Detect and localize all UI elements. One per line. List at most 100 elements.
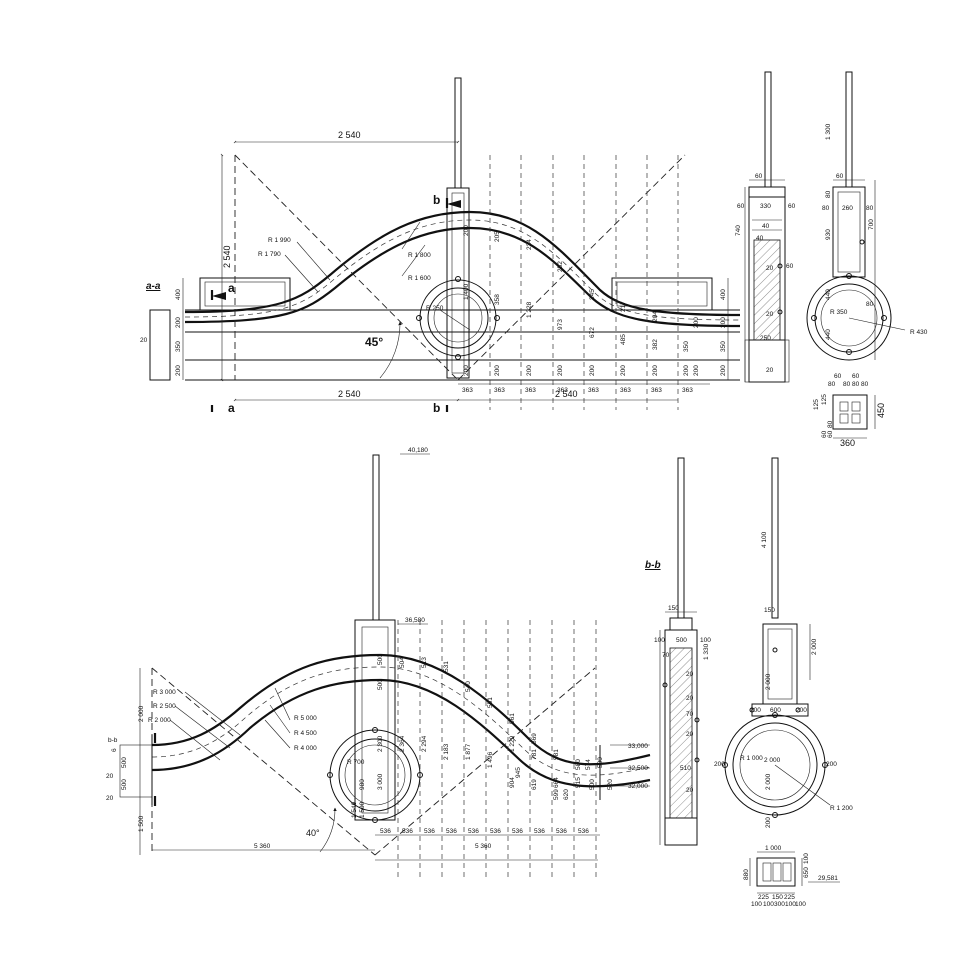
bottom-side-sub-2: 500	[676, 637, 687, 644]
bottom-vert-9: 781	[531, 749, 538, 760]
bottom-ord-13: 500	[597, 757, 604, 768]
top-foot-side-4: 80	[827, 420, 834, 428]
top-b200-5: 200	[589, 365, 596, 376]
bottom-low-5: 599	[553, 789, 560, 800]
bottom-elevation	[119, 454, 651, 880]
top-left-h4: 200	[175, 365, 182, 376]
bottom-vert-1: 2 300	[377, 735, 384, 752]
top-b200-1: 200	[463, 365, 470, 376]
top-ord-1: 200	[463, 225, 470, 236]
bottom-foot-b1: 225	[758, 894, 769, 901]
top-front-r: R 350	[830, 309, 848, 316]
top-vert-3: 1 228	[526, 301, 533, 318]
top-left-small: 20	[140, 337, 148, 344]
top-ord-7: 204	[652, 311, 659, 322]
top-foot-mid-4: 80	[861, 381, 869, 388]
bottom-side-h3-4: 20	[686, 731, 694, 738]
bottom-sp-9: 536	[556, 828, 567, 835]
bottom-ord-7: 551	[487, 697, 494, 708]
section-a-top: a	[228, 281, 235, 295]
top-side-h8: 20	[766, 367, 774, 374]
bottom-side-h1: 70	[662, 652, 670, 659]
top-side-section	[744, 71, 790, 383]
top-front-h4: 440	[825, 289, 832, 300]
top-spacing-8: 363	[682, 387, 693, 394]
bottom-radius-3: R 2 000	[148, 717, 171, 724]
top-vert-1: 1 400	[463, 283, 470, 300]
top-left-wall	[149, 309, 171, 381]
bottom-foot-c3: 300	[774, 901, 785, 908]
bottom-left-s1: 6	[111, 748, 118, 752]
top-ordinate-labels: 200 205 224 252 245 217 204 200	[463, 225, 700, 328]
bottom-pipe-outer	[329, 729, 421, 821]
top-height-left: 2 540	[222, 245, 232, 268]
top-foot-side-3: 60	[821, 430, 828, 438]
top-slide-outer	[184, 210, 741, 317]
bottom-sp-10: 536	[578, 828, 589, 835]
bottom-foot-h2: 650	[803, 867, 810, 878]
top-spacing-5: 363	[588, 387, 599, 394]
bottom-slide-inner	[151, 678, 651, 788]
bottom-front-r: R 1 000	[740, 755, 763, 762]
bottom-vert-5: 1 877	[465, 743, 472, 760]
top-front-h3: 700	[868, 219, 875, 230]
top-radius-1: R 1 990	[268, 237, 291, 244]
bottom-front-d2: 2 000	[764, 757, 781, 764]
top-side-h2: 40	[762, 223, 770, 230]
section-bb-label: b-b	[645, 560, 661, 571]
bottom-side-sub-1: 100	[654, 637, 665, 644]
bottom-low-4: 3 000	[377, 773, 384, 790]
top-front-ring	[806, 275, 892, 361]
top-side-sub-2: 330	[760, 203, 771, 210]
bottom-foot-h: 880	[743, 869, 750, 880]
top-front-foot	[832, 394, 868, 430]
bottom-ord-6: 540	[465, 681, 472, 692]
bottom-elev-r1: 33,000	[628, 743, 648, 750]
top-side-h3: 40	[756, 235, 764, 242]
bottom-vert-6: 1 496	[487, 751, 494, 768]
top-right-h2: 200	[720, 317, 727, 328]
bottom-left-s4: 500	[121, 779, 128, 790]
top-spacing-3: 363	[525, 387, 536, 394]
bottom-elev-r3: 32,000	[628, 783, 648, 790]
bottom-foot-b3: 225	[784, 894, 795, 901]
top-front-sub-2: 260	[842, 205, 853, 212]
bottom-span-b: 5 360	[475, 843, 492, 850]
top-left-h2: 200	[175, 317, 182, 328]
top-side-sub-1: 60	[737, 203, 745, 210]
top-b200-6: 200	[620, 365, 627, 376]
bottom-sp-7: 536	[512, 828, 523, 835]
bottom-angle: 40°	[306, 828, 320, 838]
bottom-sp-2: 536	[402, 828, 413, 835]
top-left-h3: 350	[175, 341, 182, 352]
section-b-top: b	[433, 193, 440, 207]
top-side-h7: 20	[766, 265, 774, 272]
top-spacing-2: 363	[494, 387, 505, 394]
top-foot-mid-2: 80	[843, 381, 851, 388]
bottom-foot-h3: 100	[803, 853, 810, 864]
top-right-h1: 400	[720, 289, 727, 300]
bottom-low-8: 520	[607, 779, 614, 790]
bottom-lower-labels: 980 1 549 1 500 3 000 599 620 500 520	[351, 773, 614, 818]
bottom-front-d4: 2 000	[765, 773, 772, 790]
bottom-ord-4: 513	[421, 657, 428, 668]
top-front-top: 1 300	[825, 123, 832, 140]
top-right-h4: 200	[720, 365, 727, 376]
bottom-left-vert-2: 1 500	[138, 815, 145, 832]
top-left-h1: 400	[175, 289, 182, 300]
bottom-front-d1: 200	[714, 761, 725, 768]
top-front-h2: 930	[825, 229, 832, 240]
bottom-left-vert-1: 2 000	[138, 705, 145, 722]
bottom-vert-7: 1 229	[509, 735, 516, 752]
top-ord-5: 245	[589, 289, 596, 300]
bottom-front-sub-3: 200	[796, 707, 807, 714]
bottom-elev-mid: 36,580	[405, 617, 425, 624]
top-vert-5: 672	[589, 327, 596, 338]
section-b-bottom: b	[433, 401, 440, 415]
top-vert-6: 485	[620, 334, 627, 345]
bottom-foot-c5: 100	[795, 901, 806, 908]
bottom-pipe-radius: R 700	[347, 759, 365, 766]
top-foot-side-2: 125	[821, 394, 828, 405]
top-angle: 45°	[365, 335, 383, 349]
